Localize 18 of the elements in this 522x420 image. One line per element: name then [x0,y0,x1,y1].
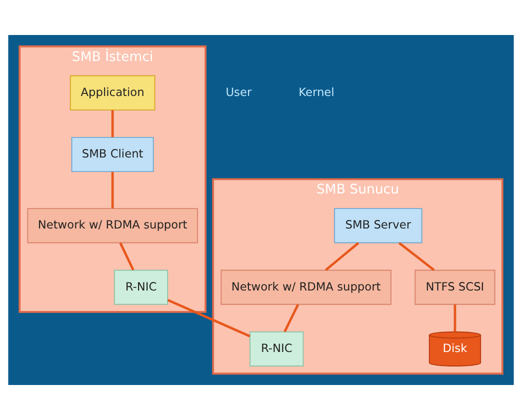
node-box: SMB Server [334,208,422,244]
node-box: Network w/ RDMA support [220,270,392,305]
node-box: R-NIC [250,331,304,366]
node-box: Application [70,75,156,110]
node-box: Network w/ RDMA support [27,208,198,244]
connector [324,242,360,271]
connector [111,172,114,208]
node-box: SMB Client [71,136,154,172]
connector [111,110,114,138]
connector [119,242,134,271]
connector [284,304,300,332]
label: Kernel [298,84,334,99]
connector [167,298,250,338]
label: User [226,84,252,99]
connector [398,242,435,271]
node-box: R-NIC [114,270,168,305]
node-box: NTFS SCSI [414,270,496,305]
connector [454,304,456,332]
